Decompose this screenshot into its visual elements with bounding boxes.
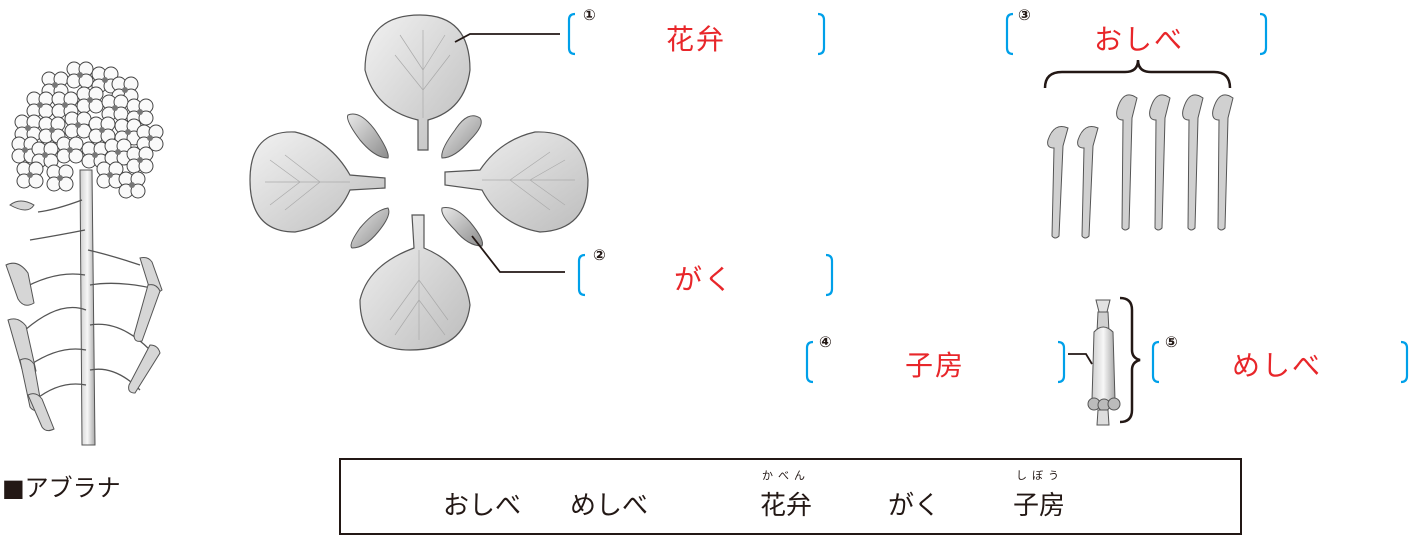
word-bank-item-stamen: おしべ xyxy=(443,491,522,521)
rapeseed-plant-drawing xyxy=(5,61,164,446)
pistil-drawing xyxy=(1087,296,1141,426)
leader-lines xyxy=(454,33,1093,365)
word-bank-item-petal: 花弁 xyxy=(760,491,813,521)
dissected-flower-drawing xyxy=(249,14,589,351)
label-number-5: ⑤ xyxy=(1165,333,1178,351)
word-bank-item-sepal: がく xyxy=(888,491,941,521)
label-number-3: ③ xyxy=(1018,6,1031,24)
answer-sepal: がく xyxy=(674,263,735,296)
word-bank-reading-ovary: しぼう xyxy=(1016,469,1064,482)
word-bank-item-pistil: めしべ xyxy=(570,491,649,521)
answer-pistil: めしべ xyxy=(1232,349,1323,382)
label-number-2: ② xyxy=(593,246,606,264)
label-number-1: ① xyxy=(583,6,596,24)
answer-stamen: おしべ xyxy=(1094,23,1185,56)
answer-petal: 花弁 xyxy=(666,23,727,56)
word-bank-item-ovary: 子房 xyxy=(1013,491,1066,521)
plant-caption: ■アブラナ xyxy=(2,474,121,502)
label-number-4: ④ xyxy=(819,333,832,351)
answer-brackets xyxy=(567,12,1409,384)
stamens-drawing xyxy=(1043,59,1234,239)
answer-ovary: 子房 xyxy=(905,349,966,382)
word-bank-reading-petal: かべん xyxy=(762,469,810,482)
